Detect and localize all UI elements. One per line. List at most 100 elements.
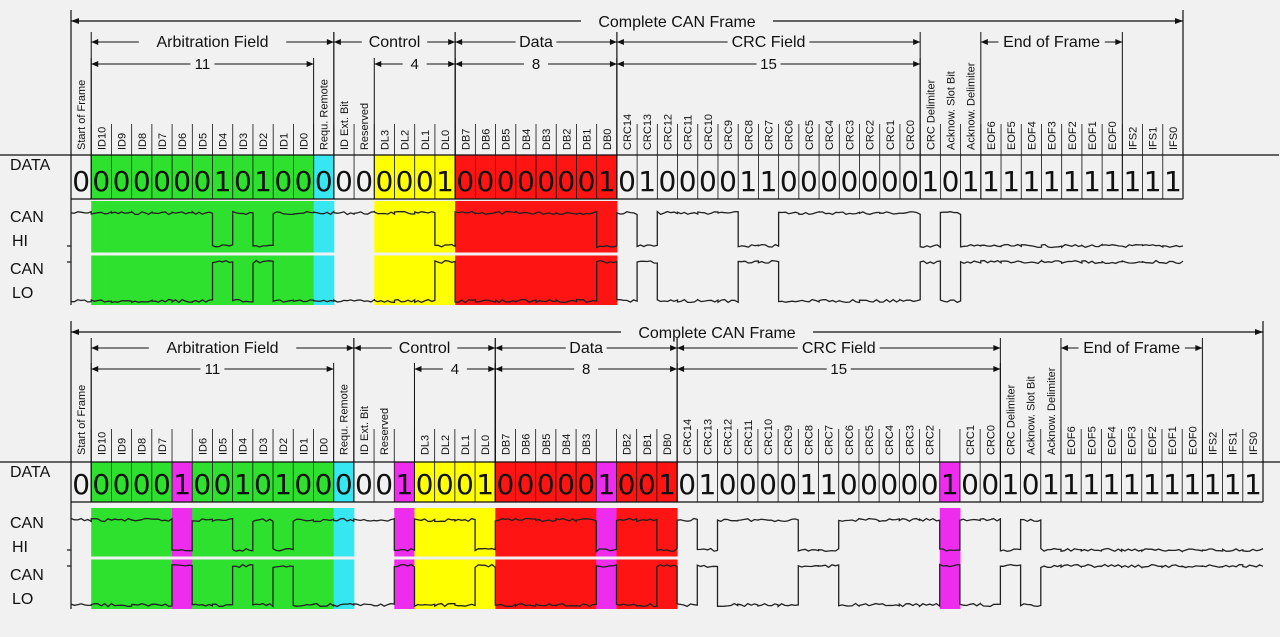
bit-value: 0	[861, 165, 879, 198]
count-label-bg	[524, 55, 549, 72]
field-name: CRC10	[763, 419, 775, 455]
bit-cell-fill	[131, 462, 153, 502]
bit-cell-fill	[616, 462, 638, 502]
bit-cell-fill	[212, 155, 234, 199]
bit-value: 0	[517, 165, 535, 198]
field-name: CRC4	[884, 425, 896, 455]
bit-value: 0	[436, 468, 454, 501]
bit-cell-fill	[111, 155, 133, 199]
data-row-label: DATA	[10, 157, 51, 174]
arrow-left-icon	[71, 18, 79, 24]
bit-value: 1	[598, 165, 616, 198]
count-label-bg	[574, 360, 599, 377]
field-name: CRC6	[844, 425, 856, 455]
bit-value: 1	[214, 165, 232, 198]
field-name: DB4	[521, 129, 533, 150]
field-name: CRC5	[864, 425, 876, 455]
bit-value: 0	[880, 468, 898, 501]
field-name: Reserved	[379, 408, 391, 455]
field-name: ID6	[197, 438, 209, 455]
arrow-right-icon	[913, 39, 921, 45]
field-name: CRC12	[662, 114, 674, 150]
bit-value: 0	[496, 468, 514, 501]
can-lo-waveform	[70, 259, 1184, 304]
field-name: ID9	[117, 133, 129, 150]
field-name: ID3	[258, 438, 270, 455]
arrow-left-icon	[677, 366, 685, 372]
field-name: CRC14	[682, 419, 694, 455]
bit-value: 0	[315, 468, 333, 501]
field-name: ID10	[96, 432, 108, 455]
arrow-right-icon	[670, 345, 678, 351]
section-bit-count: 15	[760, 56, 777, 73]
bit-value: 0	[194, 165, 212, 198]
section-label: Data	[569, 340, 603, 357]
field-name: CRC8	[803, 425, 815, 455]
bit-value: 1	[1224, 468, 1242, 501]
section-bit-count: 4	[411, 56, 419, 73]
bit-cell-fill	[656, 462, 678, 502]
section-label-bg	[998, 32, 1105, 50]
bit-value: 1	[1124, 165, 1142, 198]
arrow-left-icon	[980, 39, 988, 45]
arrow-left-icon	[616, 39, 624, 45]
arrow-left-icon	[91, 366, 99, 372]
arrow-left-icon	[91, 345, 99, 351]
section-label: CRC Field	[802, 340, 876, 357]
frame-title: Complete CAN Frame	[598, 14, 755, 31]
field-name: DB7	[500, 434, 512, 455]
can-hi-label: CAN	[10, 209, 44, 226]
field-name: IFS2	[1127, 127, 1139, 150]
title-bg	[581, 12, 773, 30]
bit-value: 0	[234, 165, 252, 198]
bit-value: 0	[942, 165, 960, 198]
field-name: DB6	[480, 129, 492, 150]
bit-value: 1	[1022, 165, 1040, 198]
bit-cell-fill	[535, 462, 557, 502]
field-name: IFS2	[1207, 432, 1219, 455]
field-name: CRC0	[985, 425, 997, 455]
bit-value: 1	[1244, 468, 1262, 501]
field-name: CRC1	[965, 425, 977, 455]
bit-cell-fill	[91, 155, 112, 199]
bit-cell-fill	[596, 155, 618, 199]
bit-value: 0	[456, 468, 474, 501]
bit-value: 0	[537, 468, 555, 501]
arrow-right-icon	[1195, 345, 1203, 351]
bit-value: 0	[375, 165, 393, 198]
bit-value: 0	[153, 468, 171, 501]
bit-value: 0	[295, 165, 313, 198]
bit-cell-fill	[434, 155, 456, 199]
arrow-right-icon	[993, 366, 1001, 372]
field-name: CRC9	[783, 425, 795, 455]
section-label: Control	[369, 34, 421, 51]
bit-value: 1	[1143, 468, 1161, 501]
field-name: CRC5	[804, 120, 816, 150]
bit-value: 1	[436, 165, 454, 198]
section-label: Data	[519, 34, 553, 51]
bit-value: 0	[113, 468, 131, 501]
bit-value: 0	[800, 165, 818, 198]
arrow-left-icon	[353, 345, 361, 351]
bit-value: 0	[497, 165, 515, 198]
field-name: EOF6	[986, 121, 998, 150]
bit-value: 0	[557, 165, 575, 198]
field-name: ID5	[197, 133, 209, 150]
field-name: EOF3	[1127, 426, 1139, 455]
bit-value: 1	[1002, 468, 1020, 501]
field-name: EOF1	[1087, 121, 1099, 150]
bit-value: 1	[658, 468, 676, 501]
field-name: CRC13	[642, 114, 654, 150]
bit-value: 1	[1042, 468, 1060, 501]
bit-value: 0	[335, 165, 353, 198]
bit-value: 1	[638, 165, 656, 198]
can-hi-waveform	[70, 210, 1184, 249]
section-label: Arbitration Field	[167, 340, 279, 357]
arrow-right-icon	[670, 366, 678, 372]
field-name: Acknow. Slot Bit	[945, 71, 957, 150]
section-label-bg	[138, 32, 287, 50]
bit-value: 0	[456, 165, 474, 198]
arrow-right-icon	[448, 61, 456, 67]
arrow-left-icon	[91, 61, 99, 67]
wave-fill	[939, 508, 961, 609]
